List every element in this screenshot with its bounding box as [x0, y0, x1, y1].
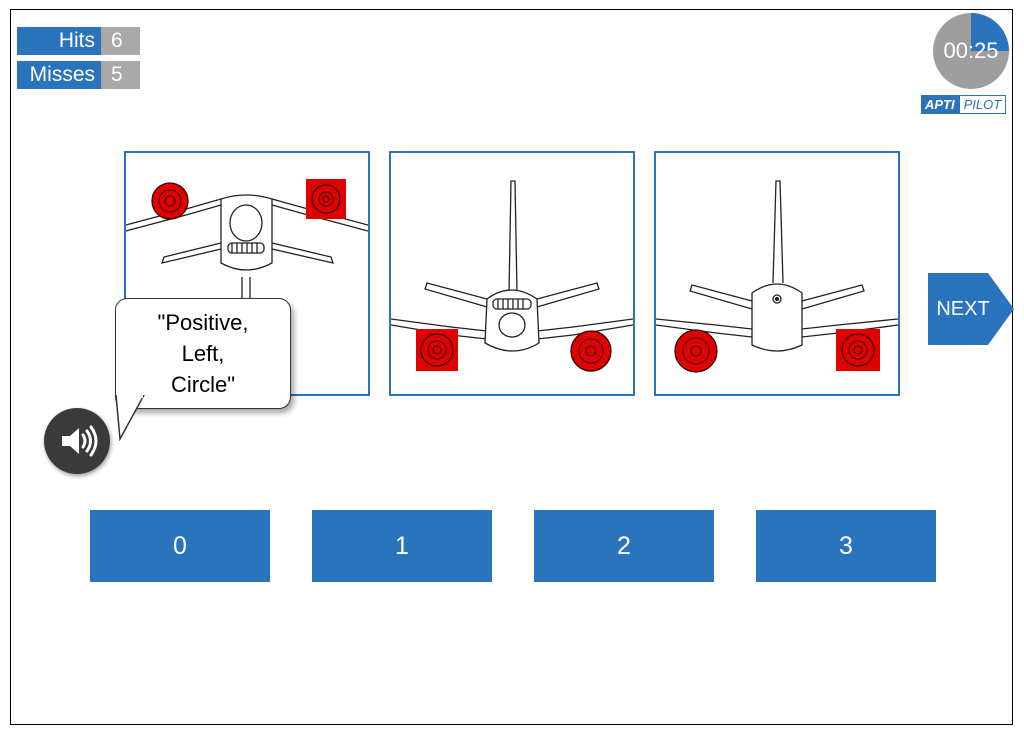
aptipilot-logo: APTI PILOT	[921, 95, 1007, 114]
speaker-icon	[62, 425, 98, 457]
timer-dial	[933, 13, 1009, 89]
logo-apti: APTI	[921, 95, 959, 114]
misses-value: 5	[101, 61, 140, 89]
answer-button-0[interactable]: 0	[90, 510, 270, 582]
logo-pilot: PILOT	[958, 95, 1007, 114]
aircraft-front-icon	[391, 180, 633, 372]
engine-left-circle	[151, 182, 189, 220]
misses-label: Misses	[17, 61, 101, 89]
misses-counter: Misses 5	[17, 61, 140, 89]
answer-button-2[interactable]: 2	[534, 510, 714, 582]
answer-button-3[interactable]: 3	[756, 510, 936, 582]
engine-left-square	[416, 329, 458, 371]
game-frame	[10, 9, 1013, 725]
countdown-timer: 00:25	[933, 13, 1009, 89]
engine-right-circle	[570, 330, 612, 372]
engine-right-square	[306, 179, 346, 219]
timer-text: 00:25	[943, 38, 999, 63]
hits-label: Hits	[17, 27, 101, 55]
hits-counter: Hits 6	[17, 27, 140, 55]
speech-bubble-tail	[115, 395, 145, 441]
speaker-button[interactable]	[44, 408, 110, 474]
speech-text: "Positive, Left, Circle"	[157, 310, 249, 397]
next-arrow-icon[interactable]	[928, 273, 1014, 345]
aircraft-panel-2[interactable]	[389, 151, 635, 396]
engine-right-square	[836, 329, 880, 371]
next-arrow-shape	[928, 273, 1014, 345]
aircraft-rear-icon	[656, 180, 898, 373]
timer-elapsed-wedge	[971, 13, 1009, 51]
hits-value: 6	[101, 27, 140, 55]
answer-button-1[interactable]: 1	[312, 510, 492, 582]
aircraft-panel-3[interactable]	[654, 151, 900, 396]
speech-bubble: "Positive, Left, Circle"	[115, 298, 291, 409]
engine-left-circle	[674, 329, 718, 373]
next-button[interactable]: NEXT	[936, 298, 990, 320]
